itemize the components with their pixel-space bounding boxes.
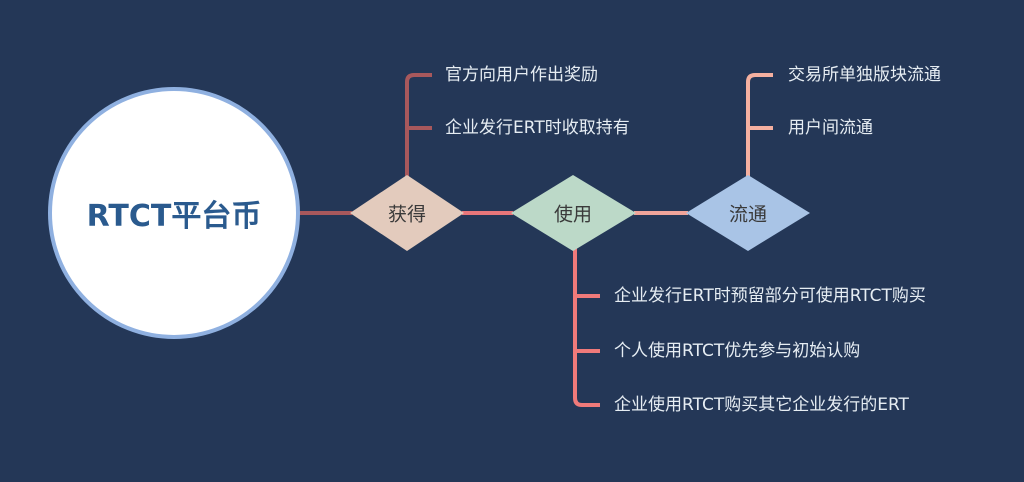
use-item: 企业使用RTCT购买其它企业发行的ERT	[614, 395, 909, 415]
branch-use	[573, 248, 600, 407]
use-item: 企业发行ERT时预留部分可使用RTCT购买	[614, 286, 926, 306]
node-get: 获得	[387, 203, 427, 226]
node-circulation: 流通	[728, 203, 768, 226]
node-use: 使用	[553, 203, 593, 226]
circulation-item: 交易所单独版块流通	[788, 65, 941, 85]
node-get-shape	[350, 175, 464, 251]
node-use-shape	[511, 175, 636, 251]
circulation-item: 用户间流通	[788, 118, 873, 138]
use-item: 个人使用RTCT优先参与初始认购	[614, 341, 861, 361]
get-item: 官方向用户作出奖励	[445, 65, 598, 85]
branch-circ	[746, 73, 773, 178]
center-circle	[48, 87, 300, 339]
center-topic: RTCT平台币	[86, 199, 262, 234]
get-item: 企业发行ERT时收取持有	[445, 118, 630, 138]
branch-get	[405, 73, 432, 178]
node-circ-shape	[686, 175, 810, 251]
